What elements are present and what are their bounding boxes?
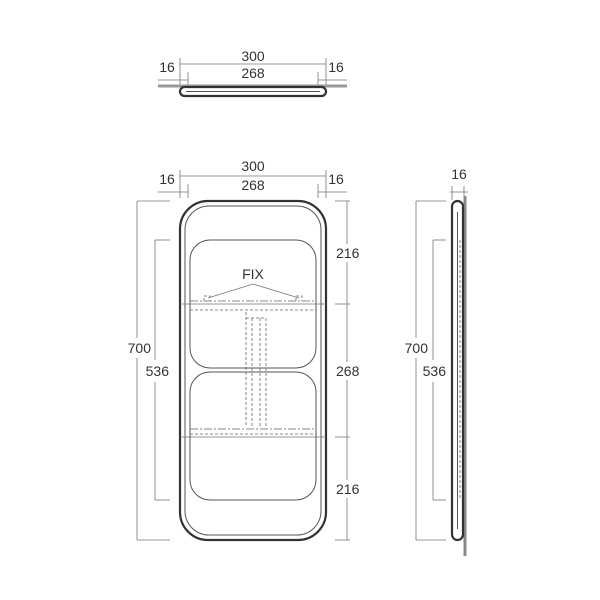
fix-leader-left [207,283,254,299]
mirror-outer-frame [178,199,328,542]
bottom-section-label-bg [334,480,364,498]
top-view: 300 268 16 16 [158,48,347,98]
top-right-margin-label: 16 [328,59,344,75]
mirror-inner-frame [184,205,322,536]
fix-leader-right [252,283,300,299]
front-overall-height-label: 700 [128,340,152,356]
front-left-margin-label: 16 [159,171,175,187]
front-inner-width-label: 268 [241,177,265,193]
front-right-margin-label: 16 [328,171,344,187]
top-section-label-bg [334,244,364,262]
top-mirror-profile [178,85,328,98]
front-inner-height-label: 536 [146,363,170,379]
top-section-label: 216 [336,245,360,261]
lower-glass-panel [189,371,317,501]
bottom-section-label: 216 [336,481,360,497]
front-view: 300 268 16 16 FIX [128,158,364,542]
top-inner-width-label: 268 [241,65,265,81]
fix-hooks [203,295,303,301]
side-view: 16 700 536 [405,166,468,556]
top-overall-width-label: 300 [241,48,265,64]
fix-label: FIX [242,266,264,282]
middle-section-label: 268 [336,363,360,379]
side-mirror-profile [450,199,465,542]
side-overall-height-label: 700 [405,340,429,356]
upper-glass-panel [189,239,317,369]
side-inner-height-label: 536 [423,363,447,379]
top-left-margin-label: 16 [159,59,175,75]
middle-section-label-bg [334,362,364,380]
side-depth-label: 16 [451,166,467,182]
front-overall-width-label: 300 [241,158,265,174]
